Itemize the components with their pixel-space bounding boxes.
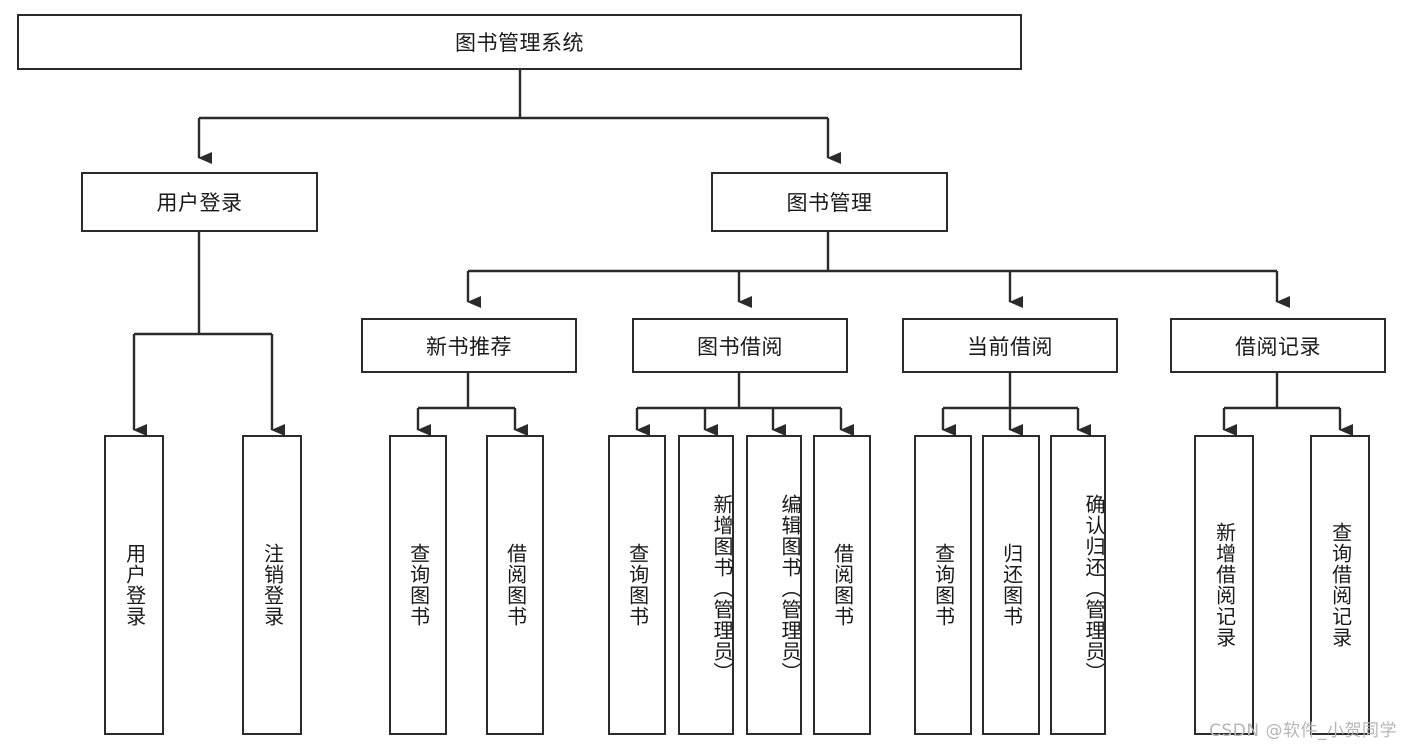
- node-label: 图书管理: [786, 191, 873, 215]
- node-book-borrow[interactable]: 图书借阅: [632, 318, 848, 373]
- leaf-confirm-return-admin[interactable]: 确认归还（管理员）: [1050, 435, 1106, 735]
- leaf-query-book-recommend[interactable]: 查询图书: [389, 435, 447, 735]
- node-label: 确认归还（管理员）: [1082, 493, 1106, 683]
- node-label: 查询借阅记录: [1328, 522, 1353, 648]
- node-root-book-management-system[interactable]: 图书管理系统: [17, 14, 1022, 70]
- node-label: 编辑图书（管理员）: [778, 493, 802, 683]
- node-label: 当前借阅: [967, 334, 1053, 359]
- node-label: 注销登录: [260, 543, 285, 627]
- node-current-borrow[interactable]: 当前借阅: [902, 318, 1118, 373]
- node-book-management[interactable]: 图书管理: [711, 172, 948, 232]
- node-label: 查询图书: [406, 543, 431, 627]
- node-label: 新增借阅记录: [1212, 522, 1237, 648]
- node-label: 归还图书: [999, 543, 1024, 627]
- node-label: 用户登录: [156, 191, 243, 215]
- csdn-watermark: CSDN @软件_小贺同学: [1209, 721, 1397, 741]
- leaf-borrow-book[interactable]: 借阅图书: [813, 435, 871, 735]
- leaf-return-book[interactable]: 归还图书: [982, 435, 1040, 735]
- node-user-login[interactable]: 用户登录: [81, 172, 318, 232]
- node-label: 借阅图书: [830, 543, 855, 627]
- leaf-query-borrow-record[interactable]: 查询借阅记录: [1310, 435, 1370, 735]
- leaf-logout[interactable]: 注销登录: [242, 435, 302, 735]
- leaf-add-borrow-record[interactable]: 新增借阅记录: [1194, 435, 1254, 735]
- node-label: 图书管理系统: [455, 31, 584, 55]
- leaf-borrow-book-recommend[interactable]: 借阅图书: [486, 435, 544, 735]
- leaf-query-book-current[interactable]: 查询图书: [914, 435, 972, 735]
- node-label: 查询图书: [625, 543, 650, 627]
- node-label: 新书推荐: [426, 334, 512, 359]
- leaf-user-login[interactable]: 用户登录: [104, 435, 164, 735]
- node-label: 借阅记录: [1235, 334, 1321, 359]
- node-new-book-recommend[interactable]: 新书推荐: [361, 318, 577, 373]
- node-label: 图书借阅: [697, 334, 783, 359]
- leaf-query-book-borrow[interactable]: 查询图书: [608, 435, 666, 735]
- node-borrow-record[interactable]: 借阅记录: [1170, 318, 1386, 373]
- node-label: 借阅图书: [503, 543, 528, 627]
- leaf-add-book-admin[interactable]: 新增图书（管理员）: [678, 435, 734, 735]
- leaf-edit-book-admin[interactable]: 编辑图书（管理员）: [746, 435, 802, 735]
- node-label: 新增图书（管理员）: [710, 493, 734, 683]
- node-label: 查询图书: [931, 543, 956, 627]
- node-label: 用户登录: [122, 543, 147, 627]
